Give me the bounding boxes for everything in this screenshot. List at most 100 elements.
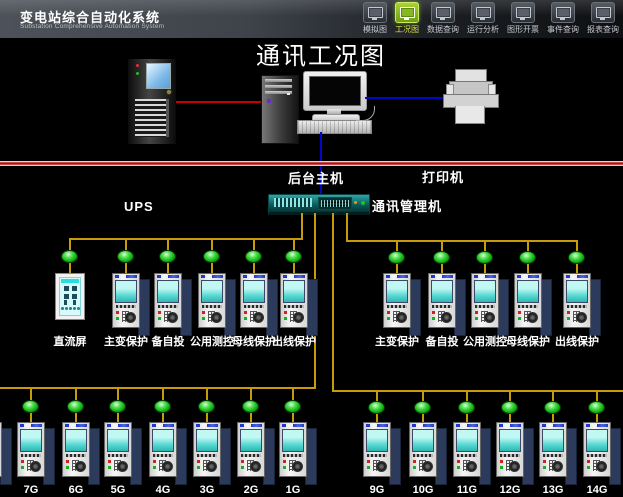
device-buttons	[584, 459, 610, 475]
device-buttons	[281, 310, 307, 326]
host-monitor[interactable]	[303, 71, 367, 111]
device-face	[280, 273, 308, 328]
ups-screen	[146, 63, 171, 89]
toolbar-button-graphic-ticket[interactable]: 图形开票	[507, 2, 539, 34]
separator-band	[0, 161, 623, 166]
device-label: 主变保护	[104, 336, 148, 348]
device-lcd-screen	[283, 280, 305, 303]
device-model-strip	[540, 423, 566, 428]
device-face	[104, 422, 132, 477]
device-buttons	[280, 459, 306, 475]
device-buttons	[540, 459, 566, 475]
device-bottom-right-4[interactable]	[539, 422, 577, 485]
device-dpad	[396, 312, 407, 323]
device-dpad	[293, 312, 304, 323]
toolbar: 模拟图 工况图 数据查询 运行分析 图形开票 事件查询 报表查询	[363, 2, 619, 34]
device-right-middle-0[interactable]	[383, 273, 421, 336]
device-left-middle-5[interactable]	[280, 273, 318, 336]
device-dpad	[117, 461, 128, 472]
device-ports	[66, 454, 86, 457]
device-lcd-screen	[282, 429, 304, 452]
device-label: 7G	[23, 484, 39, 496]
device-model-strip	[199, 274, 225, 279]
device-model-strip	[241, 274, 267, 279]
toolbar-button-event-query[interactable]: 事件查询	[547, 2, 579, 34]
ups-cabinet[interactable]	[127, 58, 177, 145]
device-left-middle-1[interactable]	[112, 273, 150, 336]
device-model-strip	[238, 423, 264, 428]
toolbar-button-report-query[interactable]: 报表查询	[587, 2, 619, 34]
device-dpad	[211, 312, 222, 323]
status-led-green	[61, 250, 78, 263]
device-dpad	[422, 461, 433, 472]
device-lcd-screen	[196, 429, 218, 452]
device-left-middle-3[interactable]	[198, 273, 236, 336]
device-bottom-right-0[interactable]	[363, 422, 401, 485]
device-model-strip	[105, 423, 131, 428]
device-face	[62, 422, 90, 477]
device-bottom-left-6[interactable]	[237, 422, 275, 485]
device-label: 主变保护	[375, 336, 419, 348]
device-bottom-right-1[interactable]	[409, 422, 447, 485]
status-led-green	[368, 401, 385, 414]
comm-manager-switch[interactable]	[268, 194, 370, 215]
device-bottom-right-5[interactable]	[583, 422, 621, 485]
device-bottom-right-2[interactable]	[453, 422, 491, 485]
device-face	[193, 422, 221, 477]
status-led-green	[203, 250, 220, 263]
toolbar-button-working-condition-diagram[interactable]: 工况图	[395, 2, 419, 34]
device-bottom-left-1[interactable]	[17, 422, 55, 485]
host-tower[interactable]	[261, 75, 299, 144]
device-label: 2G	[243, 484, 259, 496]
switch-amber-led-icon	[354, 201, 357, 204]
device-ports	[108, 454, 128, 457]
device-left-middle-0[interactable]	[55, 273, 85, 320]
ups-red-led-icon	[136, 64, 139, 67]
device-bottom-left-2[interactable]	[62, 422, 100, 485]
status-led-green	[245, 250, 262, 263]
device-lcd-screen	[517, 280, 539, 303]
device-left-middle-2[interactable]	[154, 273, 192, 336]
toolbar-button-data-query[interactable]: 数据查询	[427, 2, 459, 34]
device-label: 3G	[199, 484, 215, 496]
device-right-middle-4[interactable]	[563, 273, 601, 336]
device-ports	[413, 454, 433, 457]
device-dpad	[466, 461, 477, 472]
device-dpad	[30, 461, 41, 472]
device-bottom-left-7[interactable]	[279, 422, 317, 485]
toolbar-button-operation-analysis[interactable]: 运行分析	[467, 2, 499, 34]
device-model-strip	[150, 423, 176, 428]
device-face	[363, 422, 391, 477]
device-buttons	[497, 459, 523, 475]
device-model-strip	[18, 423, 44, 428]
status-led-green	[159, 250, 176, 263]
printer-label: 打印机	[421, 170, 464, 185]
device-bottom-left-4[interactable]	[149, 422, 187, 485]
device-bottom-left-5[interactable]	[193, 422, 231, 485]
toolbar-button-simulation-diagram[interactable]: 模拟图	[363, 2, 387, 34]
device-face	[409, 422, 437, 477]
device-buttons	[0, 459, 1, 475]
ups-button	[166, 89, 172, 95]
host-keyboard	[297, 120, 372, 134]
device-bottom-left-0[interactable]	[0, 422, 12, 485]
device-face	[563, 273, 591, 328]
device-buttons	[364, 459, 390, 475]
toolbar-button-label: 报表查询	[587, 25, 619, 34]
device-label: 母线保护	[506, 336, 550, 348]
status-led-green	[67, 400, 84, 413]
device-face	[471, 273, 499, 328]
device-bottom-right-3[interactable]	[496, 422, 534, 485]
device-right-middle-3[interactable]	[514, 273, 552, 336]
toolbar-button-label: 模拟图	[363, 25, 387, 34]
device-right-middle-2[interactable]	[471, 273, 509, 336]
device-bottom-left-3[interactable]	[104, 422, 142, 485]
device-right-middle-1[interactable]	[428, 273, 466, 336]
device-face	[428, 273, 456, 328]
status-led-green	[519, 251, 536, 264]
device-buttons	[113, 310, 139, 326]
device-left-middle-4[interactable]	[240, 273, 278, 336]
device-ports	[158, 305, 178, 308]
device-model-strip	[113, 274, 139, 279]
